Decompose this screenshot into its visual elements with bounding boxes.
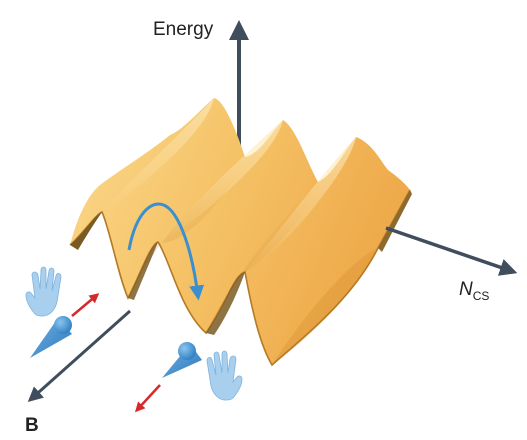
spin-arrow-right: [134, 384, 161, 413]
hand-icon: [25, 266, 62, 317]
ncs-axis-label: NCS: [459, 279, 489, 303]
particle-icon: [30, 316, 72, 358]
ncs-axis-label-sub: CS: [473, 289, 490, 303]
b-axis-label: B: [25, 415, 39, 436]
particle-icon: [162, 342, 202, 378]
curved-arrow-icon: [127, 202, 205, 301]
b-axis: [27, 309, 131, 402]
energy-axis-label: Energy: [153, 19, 214, 40]
ncs-axis-label-main: N: [459, 279, 473, 300]
hand-icon: [206, 350, 243, 401]
potential-surface: [69, 98, 412, 367]
ncs-axis: [385, 226, 518, 276]
spin-arrow-left: [71, 293, 100, 317]
